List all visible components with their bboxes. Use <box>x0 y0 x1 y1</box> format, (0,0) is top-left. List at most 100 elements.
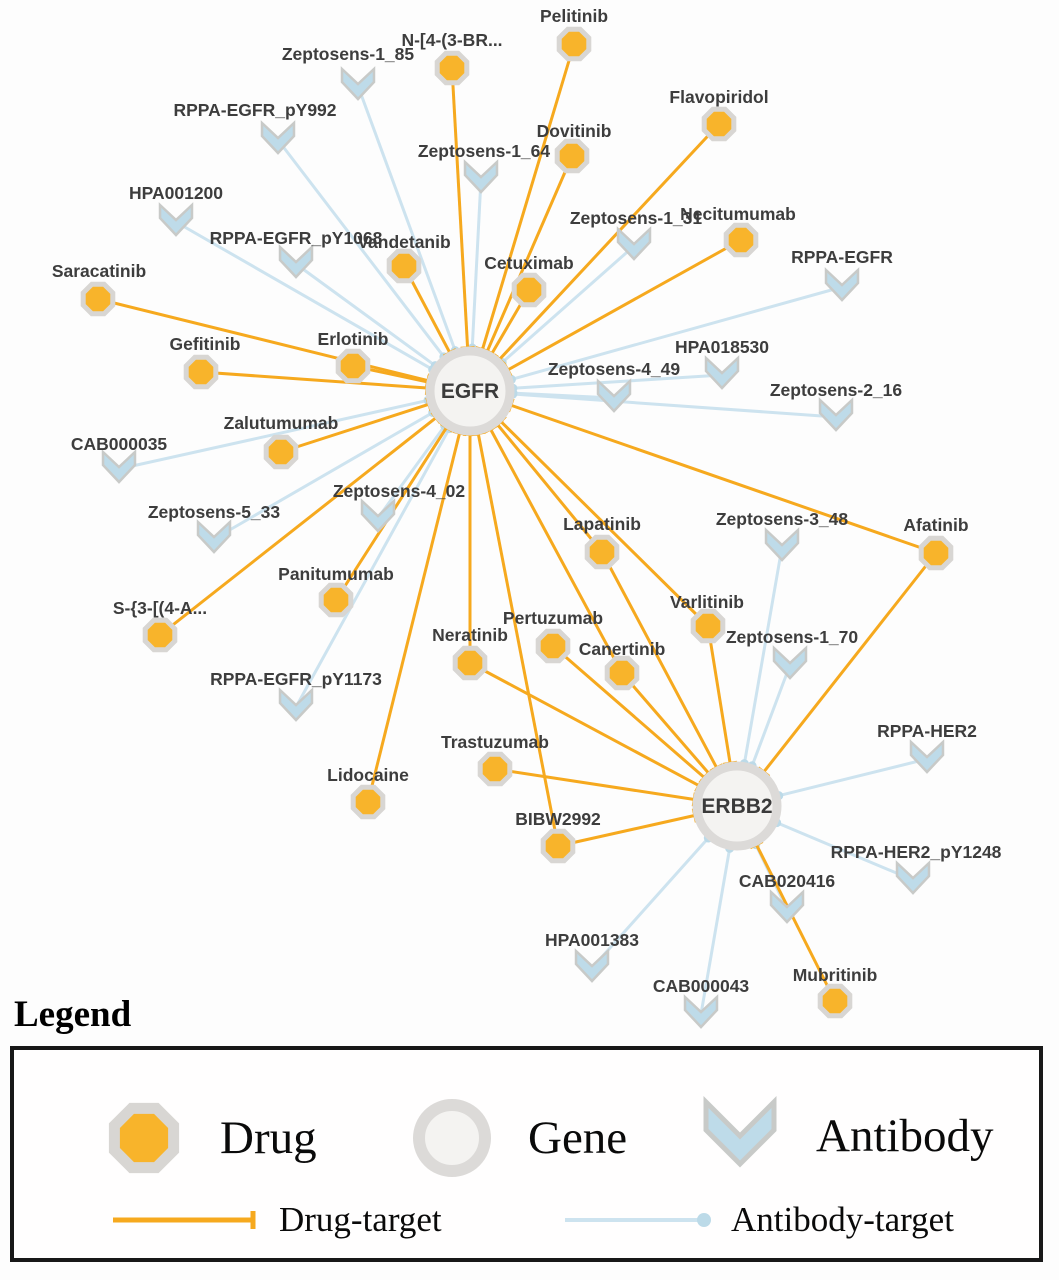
drug-node[interactable] <box>535 628 571 664</box>
antibody-target-edge <box>175 220 434 371</box>
legend-item-drug: Drug <box>98 1092 317 1184</box>
drug-node[interactable] <box>452 645 488 681</box>
drug-target-edge <box>762 552 938 774</box>
antibody-node[interactable] <box>818 397 854 432</box>
antibody-target-edge <box>213 411 434 541</box>
antibody-node[interactable] <box>101 449 137 484</box>
antibody-node[interactable] <box>769 889 805 924</box>
drug-target-line-icon <box>113 1210 256 1229</box>
antibody-target-edge <box>512 373 723 390</box>
drug-node[interactable] <box>604 655 640 691</box>
drug-node[interactable] <box>477 751 513 787</box>
drug-node[interactable] <box>263 434 299 470</box>
antibody-node[interactable] <box>596 378 632 413</box>
legend-title: Legend <box>14 994 132 1035</box>
antibody-label: RPPA-HER2_pY1248 <box>831 842 1002 862</box>
antibody-target-edge <box>512 392 837 419</box>
drug-target-edge <box>366 432 462 803</box>
antibody-node[interactable] <box>463 159 499 194</box>
drug-node[interactable] <box>386 248 422 284</box>
drug-node[interactable] <box>723 222 759 258</box>
antibody-node[interactable] <box>360 498 396 533</box>
antibody-label: CAB020416 <box>739 871 836 891</box>
gene-node[interactable] <box>425 346 515 436</box>
antibody-label: Zeptosens-4_49 <box>548 359 681 379</box>
antibody-target-edge <box>501 244 635 364</box>
antibody-node[interactable] <box>574 948 610 983</box>
antibody-node[interactable] <box>278 687 314 722</box>
drug-node[interactable] <box>318 582 354 618</box>
labels-layer: Zeptosens-1_85RPPA-EGFR_pY992HPA001200RP… <box>52 6 1002 996</box>
drug-target-edge <box>450 67 470 349</box>
drug-label: Dovitinib <box>537 121 612 141</box>
gene-node[interactable] <box>692 761 782 851</box>
drug-node[interactable] <box>554 138 590 174</box>
drug-label: S-{3-[(4-A... <box>113 598 207 618</box>
antibody-node[interactable] <box>158 202 194 237</box>
antibody-label: CAB000043 <box>653 976 750 996</box>
drug-label: Panitumumab <box>278 564 394 584</box>
antibody-node[interactable] <box>278 244 314 279</box>
antibody-node[interactable] <box>196 519 232 554</box>
drug-node[interactable] <box>142 617 178 653</box>
drug-node[interactable] <box>511 272 547 308</box>
drug-target-edge <box>159 416 438 637</box>
drug-node[interactable] <box>918 535 954 571</box>
antibody-label: RPPA-HER2 <box>877 721 977 741</box>
drug-target-edge <box>476 432 560 847</box>
drug-label: Pelitinib <box>540 6 608 26</box>
antibody-node[interactable] <box>909 739 945 774</box>
antibody-node[interactable] <box>764 527 800 562</box>
antibody-node[interactable] <box>895 860 931 895</box>
drug-target-edge <box>489 428 624 674</box>
gene-circle-icon <box>413 1099 491 1177</box>
antibody-label: Zeptosens-1_70 <box>726 627 859 647</box>
drug-target-edge <box>557 813 696 848</box>
antibody-target-edge <box>511 285 843 381</box>
antibody-target-edge <box>356 85 457 352</box>
antibody-target-edge <box>750 664 792 767</box>
antibody-target-edge <box>590 837 710 970</box>
antibody-node[interactable] <box>772 645 808 680</box>
drug-label: Pertuzumab <box>503 608 603 628</box>
drug-target-edge <box>754 843 837 1002</box>
antibody-label: Zeptosens-3_48 <box>716 509 849 529</box>
antibody-label: Zeptosens-4_02 <box>333 481 466 501</box>
drug-node[interactable] <box>701 106 737 142</box>
drug-label: Cetuximab <box>484 253 573 273</box>
legend-item-label: Antibody <box>816 1109 994 1162</box>
drug-label: Erlotinib <box>318 329 389 349</box>
antibody-target-edge <box>276 139 446 358</box>
drug-label: Mubritinib <box>793 965 878 985</box>
antibody-node[interactable] <box>824 267 860 302</box>
antibody-node[interactable] <box>260 120 296 155</box>
drug-node[interactable] <box>584 534 620 570</box>
antibody-label: CAB000035 <box>71 434 168 454</box>
drug-label: Flavopiridol <box>669 87 768 107</box>
antibody-node[interactable] <box>616 226 652 261</box>
legend-item-antibody: Antibody <box>694 1090 994 1182</box>
antibody-node[interactable] <box>704 355 740 390</box>
drug-node[interactable] <box>434 50 470 86</box>
drug-node[interactable] <box>540 828 576 864</box>
legend-item-antibody-target: Antibody-target <box>559 1202 954 1237</box>
drug-node[interactable] <box>690 608 726 644</box>
drug-node[interactable] <box>556 26 592 62</box>
antibody-label: RPPA-EGFR_pY1068 <box>210 228 383 248</box>
drug-node[interactable] <box>350 784 386 820</box>
antibody-node[interactable] <box>340 66 376 101</box>
drug-node[interactable] <box>335 348 371 384</box>
antibody-label: Zeptosens-5_33 <box>148 502 281 522</box>
drug-target-edge <box>485 155 574 353</box>
drug-node[interactable] <box>183 354 219 390</box>
drug-label: Neratinib <box>432 625 508 645</box>
drug-target-edge <box>620 672 711 775</box>
drug-node[interactable] <box>80 281 116 317</box>
gene-label: EGFR <box>441 380 499 403</box>
antibody-node[interactable] <box>683 994 719 1029</box>
antibody-target-edge <box>699 848 732 1015</box>
drug-label: Saracatinib <box>52 261 146 281</box>
drug-node[interactable] <box>817 983 853 1019</box>
